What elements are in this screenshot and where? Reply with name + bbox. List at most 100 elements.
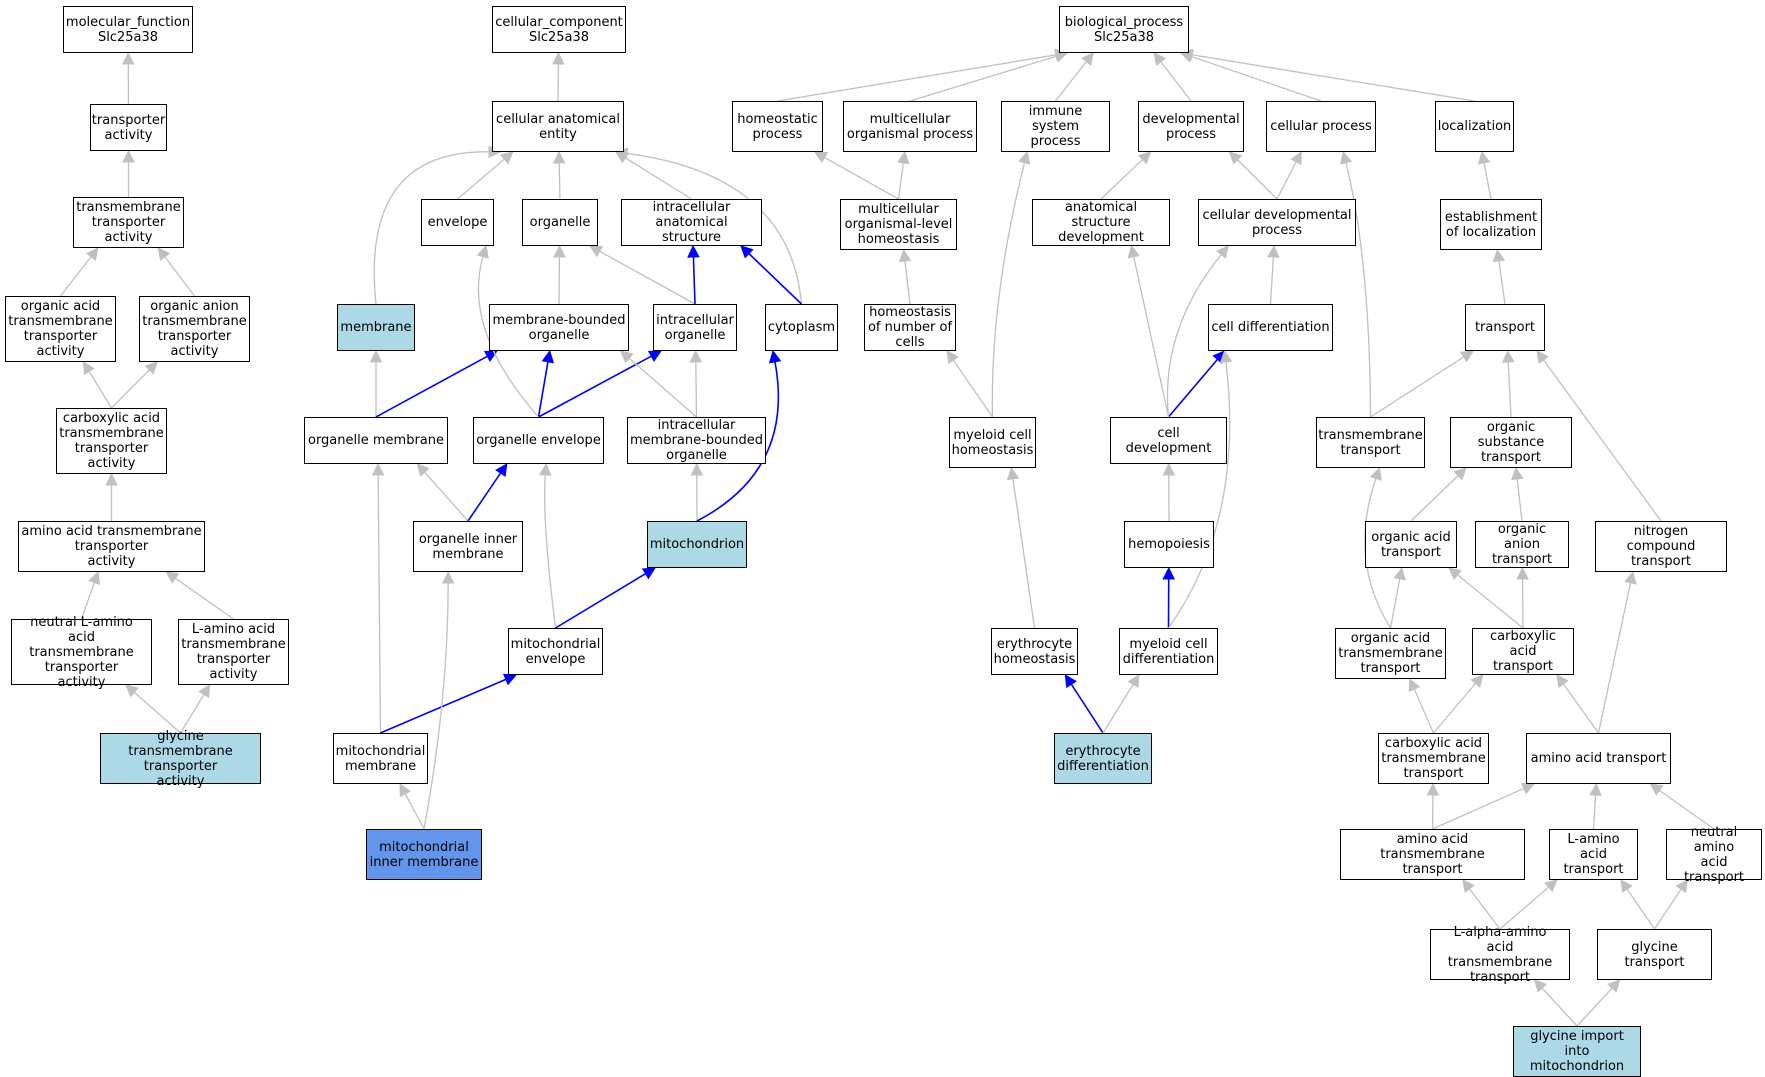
arrowhead bbox=[1620, 879, 1633, 894]
arrowhead bbox=[198, 684, 211, 699]
node-l-alpha-amino-tm-transport[interactable]: L-alpha-amino acid transmembrane transpo… bbox=[1430, 925, 1570, 985]
node-carboxylic-acid-tm-ta[interactable]: carboxylic acid transmembrane transporte… bbox=[56, 408, 167, 474]
node-developmental-process[interactable]: developmental process bbox=[1138, 101, 1244, 152]
edge-erythrocyte-homeostasis-to-myeloid-cell-homeostasis bbox=[1012, 478, 1036, 629]
node-cytoplasm[interactable]: cytoplasm bbox=[765, 304, 838, 351]
node-mitochondrial-envelope[interactable]: mitochondrial envelope bbox=[508, 628, 603, 675]
edge-transport-to-establishment-of-localization bbox=[1498, 260, 1506, 305]
arrowhead bbox=[1064, 674, 1077, 689]
node-transport[interactable]: transport bbox=[1465, 304, 1545, 351]
node-neutral-l-amino-tm-ta[interactable]: neutral L-amino acid transmembrane trans… bbox=[11, 615, 152, 690]
node-bp-root[interactable]: biological_process Slc25a38 bbox=[1059, 6, 1189, 53]
arrowhead bbox=[1290, 151, 1302, 166]
node-organic-anion-transport[interactable]: organic anion transport bbox=[1475, 521, 1569, 568]
node-organic-acid-tm-transport[interactable]: organic acid transmembrane transport bbox=[1335, 628, 1446, 679]
node-neutral-amino-acid-transport[interactable]: neutral amino acid transport bbox=[1666, 825, 1762, 885]
node-erythrocyte-homeostasis[interactable]: erythrocyte homeostasis bbox=[991, 628, 1078, 675]
node-organic-acid-transport[interactable]: organic acid transport bbox=[1365, 521, 1457, 568]
edge-multicellular-organismal-level-homeostasis-to-multicellular-organismal-process bbox=[897, 162, 905, 200]
edge-cell-development-to-cellular-developmental-process bbox=[1166, 254, 1222, 418]
node-mf-root[interactable]: molecular_function Slc25a38 bbox=[63, 6, 193, 53]
node-myeloid-cell-differentiation[interactable]: myeloid cell differentiation bbox=[1119, 628, 1218, 675]
node-transporter-activity[interactable]: transporter activity bbox=[90, 104, 167, 151]
node-localization[interactable]: localization bbox=[1435, 101, 1514, 152]
node-cellular-process[interactable]: cellular process bbox=[1266, 101, 1376, 152]
arrowhead bbox=[897, 150, 910, 165]
arrowhead bbox=[1470, 674, 1484, 688]
node-intracellular-mb-organelle[interactable]: intracellular membrane-bounded organelle bbox=[627, 417, 766, 464]
node-transmembrane-transport[interactable]: transmembrane transport bbox=[1316, 417, 1425, 468]
node-glycine-tm-ta[interactable]: glycine transmembrane transporter activi… bbox=[100, 729, 261, 789]
arrowhead bbox=[499, 151, 514, 165]
node-erythrocyte-differentiation[interactable]: erythrocyte differentiation bbox=[1054, 733, 1152, 784]
arrowhead bbox=[1624, 570, 1637, 585]
node-membrane-bounded-organelle[interactable]: membrane-bounded organelle bbox=[489, 304, 629, 351]
node-cellular-anatomical-entity[interactable]: cellular anatomical entity bbox=[492, 101, 624, 152]
edge-organic-anion-transport-to-organic-substance-transport bbox=[1516, 478, 1523, 522]
arrowhead bbox=[1649, 783, 1664, 796]
node-organelle-membrane[interactable]: organelle membrane bbox=[304, 417, 448, 464]
node-amino-acid-tm-ta[interactable]: amino acid transmembrane transporter act… bbox=[18, 521, 205, 572]
node-myeloid-cell-homeostasis[interactable]: myeloid cell homeostasis bbox=[949, 417, 1036, 468]
arrowhead bbox=[1216, 245, 1229, 259]
node-cell-differentiation[interactable]: cell differentiation bbox=[1208, 304, 1333, 351]
node-intracellular-organelle[interactable]: intracellular organelle bbox=[653, 304, 737, 351]
node-glycine-transport[interactable]: glycine transport bbox=[1597, 929, 1712, 980]
node-multicellular-organismal-process[interactable]: multicellular organismal process bbox=[843, 101, 977, 152]
node-envelope[interactable]: envelope bbox=[421, 199, 494, 246]
node-nitrogen-compound-transport[interactable]: nitrogen compound transport bbox=[1595, 521, 1727, 572]
node-membrane[interactable]: membrane bbox=[337, 304, 415, 351]
arrowhead bbox=[1006, 466, 1020, 481]
node-organic-anion-tm-ta[interactable]: organic anion transmembrane transporter … bbox=[139, 296, 250, 362]
node-glycine-import-into-mitochondrion[interactable]: glycine import into mitochondrion bbox=[1513, 1026, 1641, 1077]
node-carboxylic-acid-transport[interactable]: carboxylic acid transport bbox=[1472, 628, 1574, 675]
arrowhead bbox=[1516, 566, 1529, 580]
node-organic-substance-transport[interactable]: organic substance transport bbox=[1450, 417, 1572, 468]
edge-neutral-amino-acid-transport-to-amino-acid-transport bbox=[1659, 789, 1715, 830]
node-mitochondrion[interactable]: mitochondrion bbox=[647, 521, 747, 568]
node-mitochondrial-inner-membrane[interactable]: mitochondrial inner membrane bbox=[366, 829, 482, 880]
arrowhead bbox=[647, 350, 662, 363]
node-homeostatic-process[interactable]: homeostatic process bbox=[732, 101, 823, 152]
node-cellular-developmental-process[interactable]: cellular developmental process bbox=[1198, 199, 1356, 246]
arrowhead bbox=[1607, 979, 1621, 993]
node-anatomical-structure-development[interactable]: anatomical structure development bbox=[1032, 199, 1170, 246]
arrowhead bbox=[1510, 466, 1524, 481]
arrowhead bbox=[641, 567, 656, 580]
edge-mitochondrial-inner-membrane-to-organelle-inner-membrane bbox=[423, 582, 449, 830]
node-organelle-envelope[interactable]: organelle envelope bbox=[473, 417, 604, 464]
edge-cytoplasm-to-intracellular-anatomical-structure bbox=[748, 253, 803, 305]
node-amino-acid-transport[interactable]: amino acid transport bbox=[1526, 733, 1671, 784]
arrowhead bbox=[541, 349, 555, 364]
edge-myeloid-cell-homeostasis-to-immune-system-process bbox=[991, 162, 1026, 418]
arrowhead bbox=[416, 463, 430, 477]
arrowhead bbox=[687, 244, 700, 258]
arrowhead bbox=[476, 244, 489, 259]
node-establishment-of-localization[interactable]: establishment of localization bbox=[1440, 199, 1542, 250]
node-mitochondrial-membrane[interactable]: mitochondrial membrane bbox=[333, 733, 428, 784]
node-carboxylic-acid-tm-transport[interactable]: carboxylic acid transmembrane transport bbox=[1378, 733, 1489, 784]
node-homeostasis-of-number-of-cells[interactable]: homeostasis of number of cells bbox=[864, 304, 956, 351]
node-cc-root[interactable]: cellular_component Slc25a38 bbox=[492, 6, 626, 53]
node-organelle-inner-membrane[interactable]: organelle inner membrane bbox=[413, 521, 523, 572]
node-intracellular-anatomical-structure[interactable]: intracellular anatomical structure bbox=[621, 199, 762, 246]
node-immune-system-process[interactable]: immune system process bbox=[1001, 101, 1110, 152]
arrowhead bbox=[1137, 151, 1152, 165]
edge-glycine-transport-to-neutral-amino-acid-transport bbox=[1653, 888, 1682, 930]
node-organelle[interactable]: organelle bbox=[522, 199, 598, 246]
node-hemopoiesis[interactable]: hemopoiesis bbox=[1124, 521, 1214, 568]
node-l-amino-tm-ta[interactable]: L-amino acid transmembrane transporter a… bbox=[178, 619, 289, 685]
node-multicellular-organismal-level-homeostasis[interactable]: multicellular organismal-level homeostas… bbox=[840, 199, 957, 250]
arrowhead bbox=[105, 472, 118, 486]
arrowhead bbox=[898, 248, 912, 263]
arrowhead bbox=[1448, 567, 1462, 581]
node-amino-acid-tm-transport[interactable]: amino acid transmembrane transport bbox=[1340, 829, 1525, 880]
node-l-amino-acid-transport[interactable]: L-amino acid transport bbox=[1549, 829, 1638, 880]
edge-mitochondrial-envelope-to-organelle-envelope bbox=[544, 474, 557, 629]
node-organic-acid-tm-ta[interactable]: organic acid transmembrane transporter a… bbox=[5, 296, 116, 362]
node-cell-development[interactable]: cell development bbox=[1110, 417, 1227, 464]
arrowhead bbox=[1533, 979, 1548, 993]
edge-organelle-envelope-to-membrane-bounded-organelle bbox=[537, 361, 549, 418]
node-tm-transporter-activity[interactable]: transmembrane transporter activity bbox=[73, 197, 184, 248]
